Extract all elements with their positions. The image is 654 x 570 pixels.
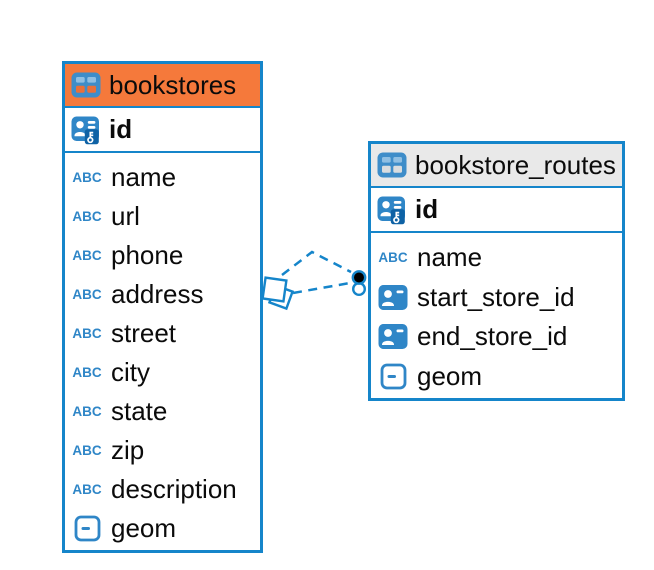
column-row-routes-id[interactable]: id: [371, 188, 622, 233]
table-bookstore-routes[interactable]: bookstore_routes id ABC name: [368, 141, 625, 401]
relationship-line-lower[interactable]: [292, 281, 351, 295]
table-title: bookstores: [109, 69, 237, 100]
table-bookstore-routes-columns: ABC name start_store_id: [371, 233, 622, 398]
stacked-circles-marker: [351, 270, 367, 297]
column-name: end_store_id: [417, 321, 568, 352]
user-reference-icon: [378, 323, 408, 350]
text-type-icon: ABC: [72, 404, 102, 419]
user-reference-icon: [378, 284, 408, 311]
column-row-bookstores-id[interactable]: id: [65, 108, 260, 153]
geometry-type-icon: [72, 515, 102, 542]
text-type-icon: ABC: [72, 170, 102, 185]
column-row-end-store-id[interactable]: end_store_id: [371, 317, 622, 357]
column-row-city[interactable]: ABC city: [65, 353, 260, 392]
text-type-icon: ABC: [72, 209, 102, 224]
table-grid-icon: [377, 152, 407, 178]
table-title: bookstore_routes: [415, 149, 616, 180]
column-row-name[interactable]: ABC name: [371, 238, 622, 278]
text-type-icon: ABC: [72, 248, 102, 263]
column-row-street[interactable]: ABC street: [65, 314, 260, 353]
column-row-url[interactable]: ABC url: [65, 197, 260, 236]
text-type-icon: ABC: [72, 365, 102, 380]
column-row-state[interactable]: ABC state: [65, 392, 260, 431]
primary-key-user-icon: [377, 195, 407, 225]
geometry-type-icon: [378, 363, 408, 390]
column-name: description: [111, 474, 237, 504]
column-name: street: [111, 318, 177, 348]
column-name: state: [111, 396, 168, 426]
stacked-squares-marker: [261, 276, 295, 311]
column-name: url: [111, 201, 140, 231]
table-grid-icon: [71, 72, 101, 98]
column-row-address[interactable]: ABC address: [65, 275, 260, 314]
column-name: id: [415, 194, 439, 224]
text-type-icon: ABC: [72, 443, 102, 458]
column-name: id: [109, 114, 133, 144]
text-type-icon: ABC: [72, 482, 102, 497]
column-name: phone: [111, 240, 184, 270]
table-bookstores[interactable]: bookstores id ABC name: [62, 61, 263, 553]
relationship-line-upper[interactable]: [281, 250, 352, 276]
column-row-description[interactable]: ABC description: [65, 470, 260, 509]
table-bookstore-routes-header[interactable]: bookstore_routes: [371, 144, 622, 188]
column-row-zip[interactable]: ABC zip: [65, 431, 260, 470]
column-row-geom[interactable]: geom: [371, 357, 622, 397]
column-row-start-store-id[interactable]: start_store_id: [371, 278, 622, 318]
table-bookstores-columns: ABC name ABC url ABC phone ABC address A…: [65, 153, 260, 550]
column-name: city: [111, 357, 150, 387]
column-name: address: [111, 279, 204, 309]
text-type-icon: ABC: [72, 326, 102, 341]
column-name: geom: [111, 513, 177, 543]
text-type-icon: ABC: [72, 287, 102, 302]
column-row-geom[interactable]: geom: [65, 509, 260, 548]
column-name: name: [417, 242, 483, 273]
column-name: name: [111, 162, 177, 192]
column-name: start_store_id: [417, 281, 575, 312]
primary-key-user-icon: [71, 115, 101, 145]
table-bookstores-header[interactable]: bookstores: [65, 64, 260, 108]
column-row-name[interactable]: ABC name: [65, 158, 260, 197]
text-type-icon: ABC: [378, 250, 408, 266]
column-row-phone[interactable]: ABC phone: [65, 236, 260, 275]
column-name: geom: [417, 360, 483, 391]
column-name: zip: [111, 435, 145, 465]
